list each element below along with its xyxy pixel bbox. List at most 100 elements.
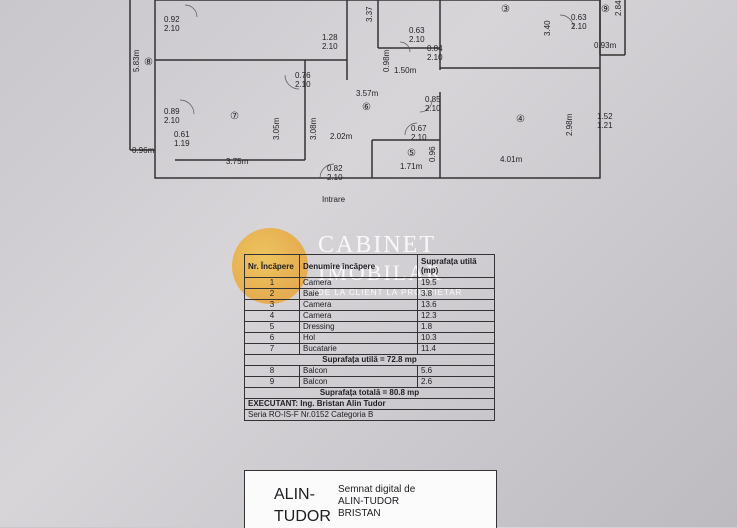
cell-nr: 6 [244, 332, 300, 344]
cell-area: 11.4 [417, 343, 495, 355]
dimension-label: 2.10 [427, 53, 443, 62]
cell-name: Camera [299, 299, 418, 311]
executant-row: EXECUTANT: Ing. Bristan Alin Tudor [244, 398, 495, 410]
room-marker-7: ⑦ [230, 111, 239, 122]
cell-nr: 2 [244, 288, 300, 300]
cell-area: 1.8 [417, 321, 495, 333]
cell-name: Balcon [299, 365, 418, 377]
room-marker-9: ⑨ [601, 4, 610, 15]
dimension-label: 0.92 [164, 15, 180, 24]
serie-row: Seria RO-IS-F Nr.0152 Categoria B [244, 409, 495, 421]
cell-nr: 3 [244, 299, 300, 311]
dimension-label: 2.10 [425, 104, 441, 113]
dimension-label: 0.63 [571, 13, 587, 22]
room-marker-4: ④ [516, 114, 525, 125]
useful-total: Suprafața utilă = 72.8 mp [244, 354, 495, 366]
cell-area: 19.5 [417, 277, 495, 289]
dimension-label: 2.02m [330, 132, 353, 141]
dimension-label: 0.89 [164, 107, 180, 116]
entrance-label: Intrare [322, 195, 346, 204]
executant: EXECUTANT: Ing. Bristan Alin Tudor [244, 398, 495, 410]
cell-name: Dressing [299, 321, 418, 333]
cell-name: Bucatarie [299, 343, 418, 355]
dimension-label: 2.10 [411, 133, 427, 142]
dimension-label: 3.75m [226, 157, 249, 166]
dimension-label: 0.61 [174, 130, 190, 139]
dimension-label: 3.08m [309, 117, 318, 140]
dimension-label: 0.93m [594, 41, 617, 50]
dimension-label: 3.57m [356, 89, 379, 98]
dimension-label: 0.98m [382, 49, 391, 72]
dimension-label: 1.21 [597, 121, 613, 130]
cell-name: Baie [299, 288, 418, 300]
dimension-label: 0.96m [132, 146, 155, 155]
digital-signature-text: Semnat digital de ALIN-TUDOR BRISTAN [338, 484, 415, 520]
cell-nr: 1 [244, 277, 300, 289]
cell-nr: 4 [244, 310, 300, 322]
cell-area: 12.3 [417, 310, 495, 322]
signature-name: ALIN- TUDOR [274, 484, 331, 528]
digital-line1: Semnat digital de [338, 484, 416, 495]
table-header-row: Nr. Încăpere Denumire încăpere Suprafața… [244, 254, 495, 278]
cell-name: Camera [299, 310, 418, 322]
cell-area: 3.8 [417, 288, 495, 300]
cell-nr: 5 [244, 321, 300, 333]
room-marker-8: ⑧ [144, 57, 153, 68]
cell-nr: 7 [244, 343, 300, 355]
dimension-label: 1.52 [597, 112, 613, 121]
cell-area: 10.3 [417, 332, 495, 344]
col-header-name: Denumire încăpere [299, 254, 418, 278]
grand-total-row: Suprafața totală = 80.8 mp [244, 387, 495, 399]
dimension-label: 0.76 [295, 71, 311, 80]
dimension-label: 2.10 [327, 173, 343, 182]
cell-area: 5.6 [417, 365, 495, 377]
dimension-label: 3.40 [543, 20, 552, 36]
signature-name-line1: ALIN- [274, 486, 315, 503]
cell-name: Hol [299, 332, 418, 344]
dimension-label: 2.10 [164, 24, 180, 33]
dimension-label: 2.10 [409, 35, 425, 44]
useful-total-row: Suprafața utilă = 72.8 mp [244, 354, 495, 366]
dimension-label: 2.10 [295, 80, 311, 89]
col-header-area: Suprafața utilă (mp) [417, 254, 495, 278]
serie: Seria RO-IS-F Nr.0152 Categoria B [244, 409, 495, 421]
digital-line2: ALIN-TUDOR [338, 496, 400, 507]
dimension-label: 2.10 [164, 116, 180, 125]
cell-area: 13.6 [417, 299, 495, 311]
grand-total: Suprafața totală = 80.8 mp [244, 387, 495, 399]
signature-name-line2: TUDOR [274, 508, 331, 525]
dimension-label: 3.05m [272, 117, 281, 140]
dimension-label: 2.10 [571, 22, 587, 31]
dimension-label: 0.84 [427, 44, 443, 53]
cell-area: 2.6 [417, 376, 495, 388]
dimension-label: 1.19 [174, 139, 190, 148]
dimension-label: 1.71m [400, 162, 423, 171]
digital-line3: BRISTAN [338, 508, 381, 519]
dimension-label: 0.96 [428, 146, 437, 162]
dimension-label: 1.28 [322, 33, 338, 42]
room-marker-5: ⑤ [407, 148, 416, 159]
cell-name: Balcon [299, 376, 418, 388]
floor-plan [129, 0, 626, 179]
dimension-label: 2.84 [614, 0, 623, 16]
cell-nr: 8 [244, 365, 300, 377]
rooms-table: Nr. Încăpere Denumire încăpere Suprafața… [244, 254, 495, 421]
outer-wall [154, 0, 601, 179]
dimension-label: 3.37 [365, 6, 374, 22]
room-marker-6: ⑥ [362, 102, 371, 113]
cell-nr: 9 [244, 376, 300, 388]
room-marker-3: ③ [501, 4, 510, 15]
dimension-label: 4.01m [500, 155, 523, 164]
dimension-label: 5.83m [132, 49, 141, 72]
dimension-label: 2.98m [565, 113, 574, 136]
cell-name: Camera [299, 277, 418, 289]
signature-box [244, 470, 497, 528]
dimension-label: 0.82 [327, 164, 343, 173]
